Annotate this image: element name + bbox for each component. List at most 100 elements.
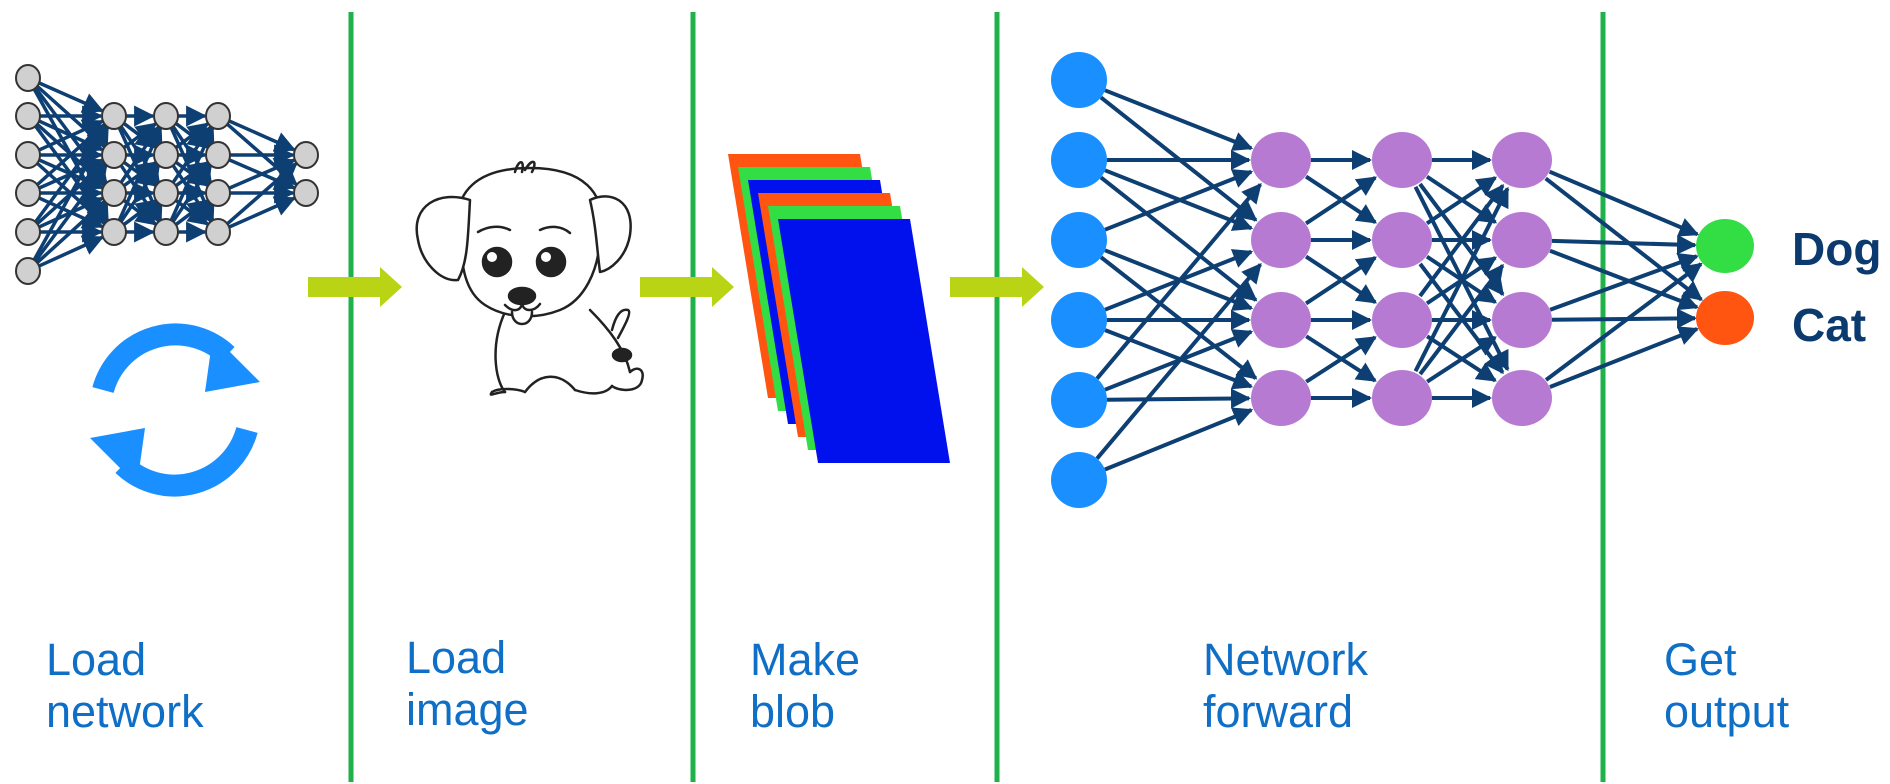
- network-edge: [1104, 407, 1254, 472]
- stage-label-get-output: Get output: [1664, 634, 1789, 738]
- mini-network-node: [15, 102, 41, 130]
- mini-network-node: [101, 218, 127, 246]
- stage-label-line2: network: [46, 686, 204, 737]
- network-edge: [1304, 175, 1377, 226]
- network-edge: [1549, 253, 1699, 312]
- network-edge: [1425, 176, 1498, 226]
- hidden-node: [1251, 370, 1311, 426]
- input-node: [1051, 372, 1107, 428]
- stage-label-line1: Make: [750, 634, 861, 685]
- network-nodes: [1051, 52, 1754, 508]
- mini-network-edge: [32, 125, 110, 262]
- network-edge: [1099, 175, 1258, 302]
- network-edge: [1104, 88, 1254, 151]
- network-edge: [1413, 186, 1510, 373]
- mini-network-edge: [119, 164, 161, 224]
- hidden-node: [1372, 212, 1432, 268]
- hidden-node: [1492, 132, 1552, 188]
- mini-network-icon: [15, 64, 319, 285]
- mini-network-node: [153, 102, 179, 130]
- network-edge: [1418, 263, 1505, 376]
- stage-label-line2: forward: [1203, 686, 1354, 737]
- stage-label-line2: image: [406, 684, 529, 735]
- mini-network-node: [293, 141, 319, 169]
- mini-network-edge: [228, 196, 297, 229]
- network-edge: [1544, 262, 1703, 382]
- mini-network-edge: [225, 162, 298, 226]
- mini-network-edge: [122, 199, 158, 227]
- hidden-node: [1492, 292, 1552, 348]
- network-edge: [1544, 176, 1703, 302]
- stage-label-load-image: Load image: [406, 632, 529, 736]
- flow-arrow: [950, 267, 1044, 307]
- hidden-node: [1372, 132, 1432, 188]
- network-edge: [1549, 326, 1699, 389]
- mini-network-node: [153, 179, 179, 207]
- flow-arrows: [308, 267, 1044, 307]
- blob-layer: [778, 219, 950, 463]
- mini-network-node: [205, 141, 231, 169]
- input-node: [1051, 132, 1107, 188]
- input-node: [1051, 452, 1107, 508]
- network-edge: [1426, 335, 1497, 384]
- flow-arrow: [640, 267, 734, 307]
- hidden-node: [1372, 292, 1432, 348]
- flow-arrow: [308, 267, 402, 307]
- mini-network-node: [293, 179, 319, 207]
- mini-network-node: [205, 218, 231, 246]
- blob-icon: [728, 154, 950, 463]
- stage-label-network-forward: Network forward: [1203, 634, 1368, 738]
- mini-network-edge: [38, 235, 105, 268]
- input-node: [1051, 52, 1107, 108]
- network-edge: [1104, 169, 1254, 232]
- network-edge: [1304, 255, 1377, 306]
- network-edges: [1095, 88, 1703, 472]
- mini-network-edge: [171, 164, 213, 224]
- mini-network-node: [15, 257, 41, 285]
- mini-network-node: [101, 141, 127, 169]
- mini-network-edge: [35, 200, 106, 265]
- reload-icon: [90, 323, 260, 497]
- output-label-cat: Cat: [1792, 299, 1867, 351]
- mini-network-node: [15, 64, 41, 92]
- network-edge: [1095, 182, 1262, 380]
- network-edge: [1099, 255, 1258, 380]
- hidden-node: [1372, 370, 1432, 426]
- network-edge: [1551, 308, 1698, 329]
- stage-label-load-network: Load network: [46, 634, 204, 738]
- stage-label-make-blob: Make blob: [750, 634, 860, 738]
- stage-label-line2: output: [1664, 686, 1790, 737]
- mini-network-node: [205, 179, 231, 207]
- mini-network-node: [153, 218, 179, 246]
- mini-network-edge: [174, 199, 210, 227]
- hidden-node: [1492, 212, 1552, 268]
- puppy-icon: [415, 160, 644, 396]
- output-node-dog: [1696, 219, 1754, 273]
- network-edge: [1095, 262, 1262, 460]
- stage-separators: [348, 12, 1606, 782]
- output-node-cat: [1696, 291, 1754, 345]
- hidden-node: [1492, 370, 1552, 426]
- mini-network-node: [101, 179, 127, 207]
- hidden-node: [1251, 132, 1311, 188]
- stage-label-line1: Network: [1203, 634, 1369, 685]
- network-edge: [1305, 335, 1377, 384]
- network-edge: [1549, 248, 1699, 311]
- mini-network-node: [15, 218, 41, 246]
- input-node: [1051, 292, 1107, 348]
- hidden-node: [1251, 212, 1311, 268]
- mini-network-node: [15, 141, 41, 169]
- network-edge: [1418, 184, 1505, 298]
- network-edge: [1106, 388, 1252, 409]
- mini-network-node: [101, 102, 127, 130]
- output-label-dog: Dog: [1792, 223, 1882, 275]
- stage-label-line2: blob: [750, 686, 836, 737]
- hidden-node: [1251, 292, 1311, 348]
- mini-network-node: [15, 179, 41, 207]
- mini-network-node: [153, 141, 179, 169]
- input-node: [1051, 212, 1107, 268]
- network-edge: [1548, 169, 1700, 237]
- network-edge: [1551, 234, 1698, 255]
- mini-network-edge: [33, 163, 108, 263]
